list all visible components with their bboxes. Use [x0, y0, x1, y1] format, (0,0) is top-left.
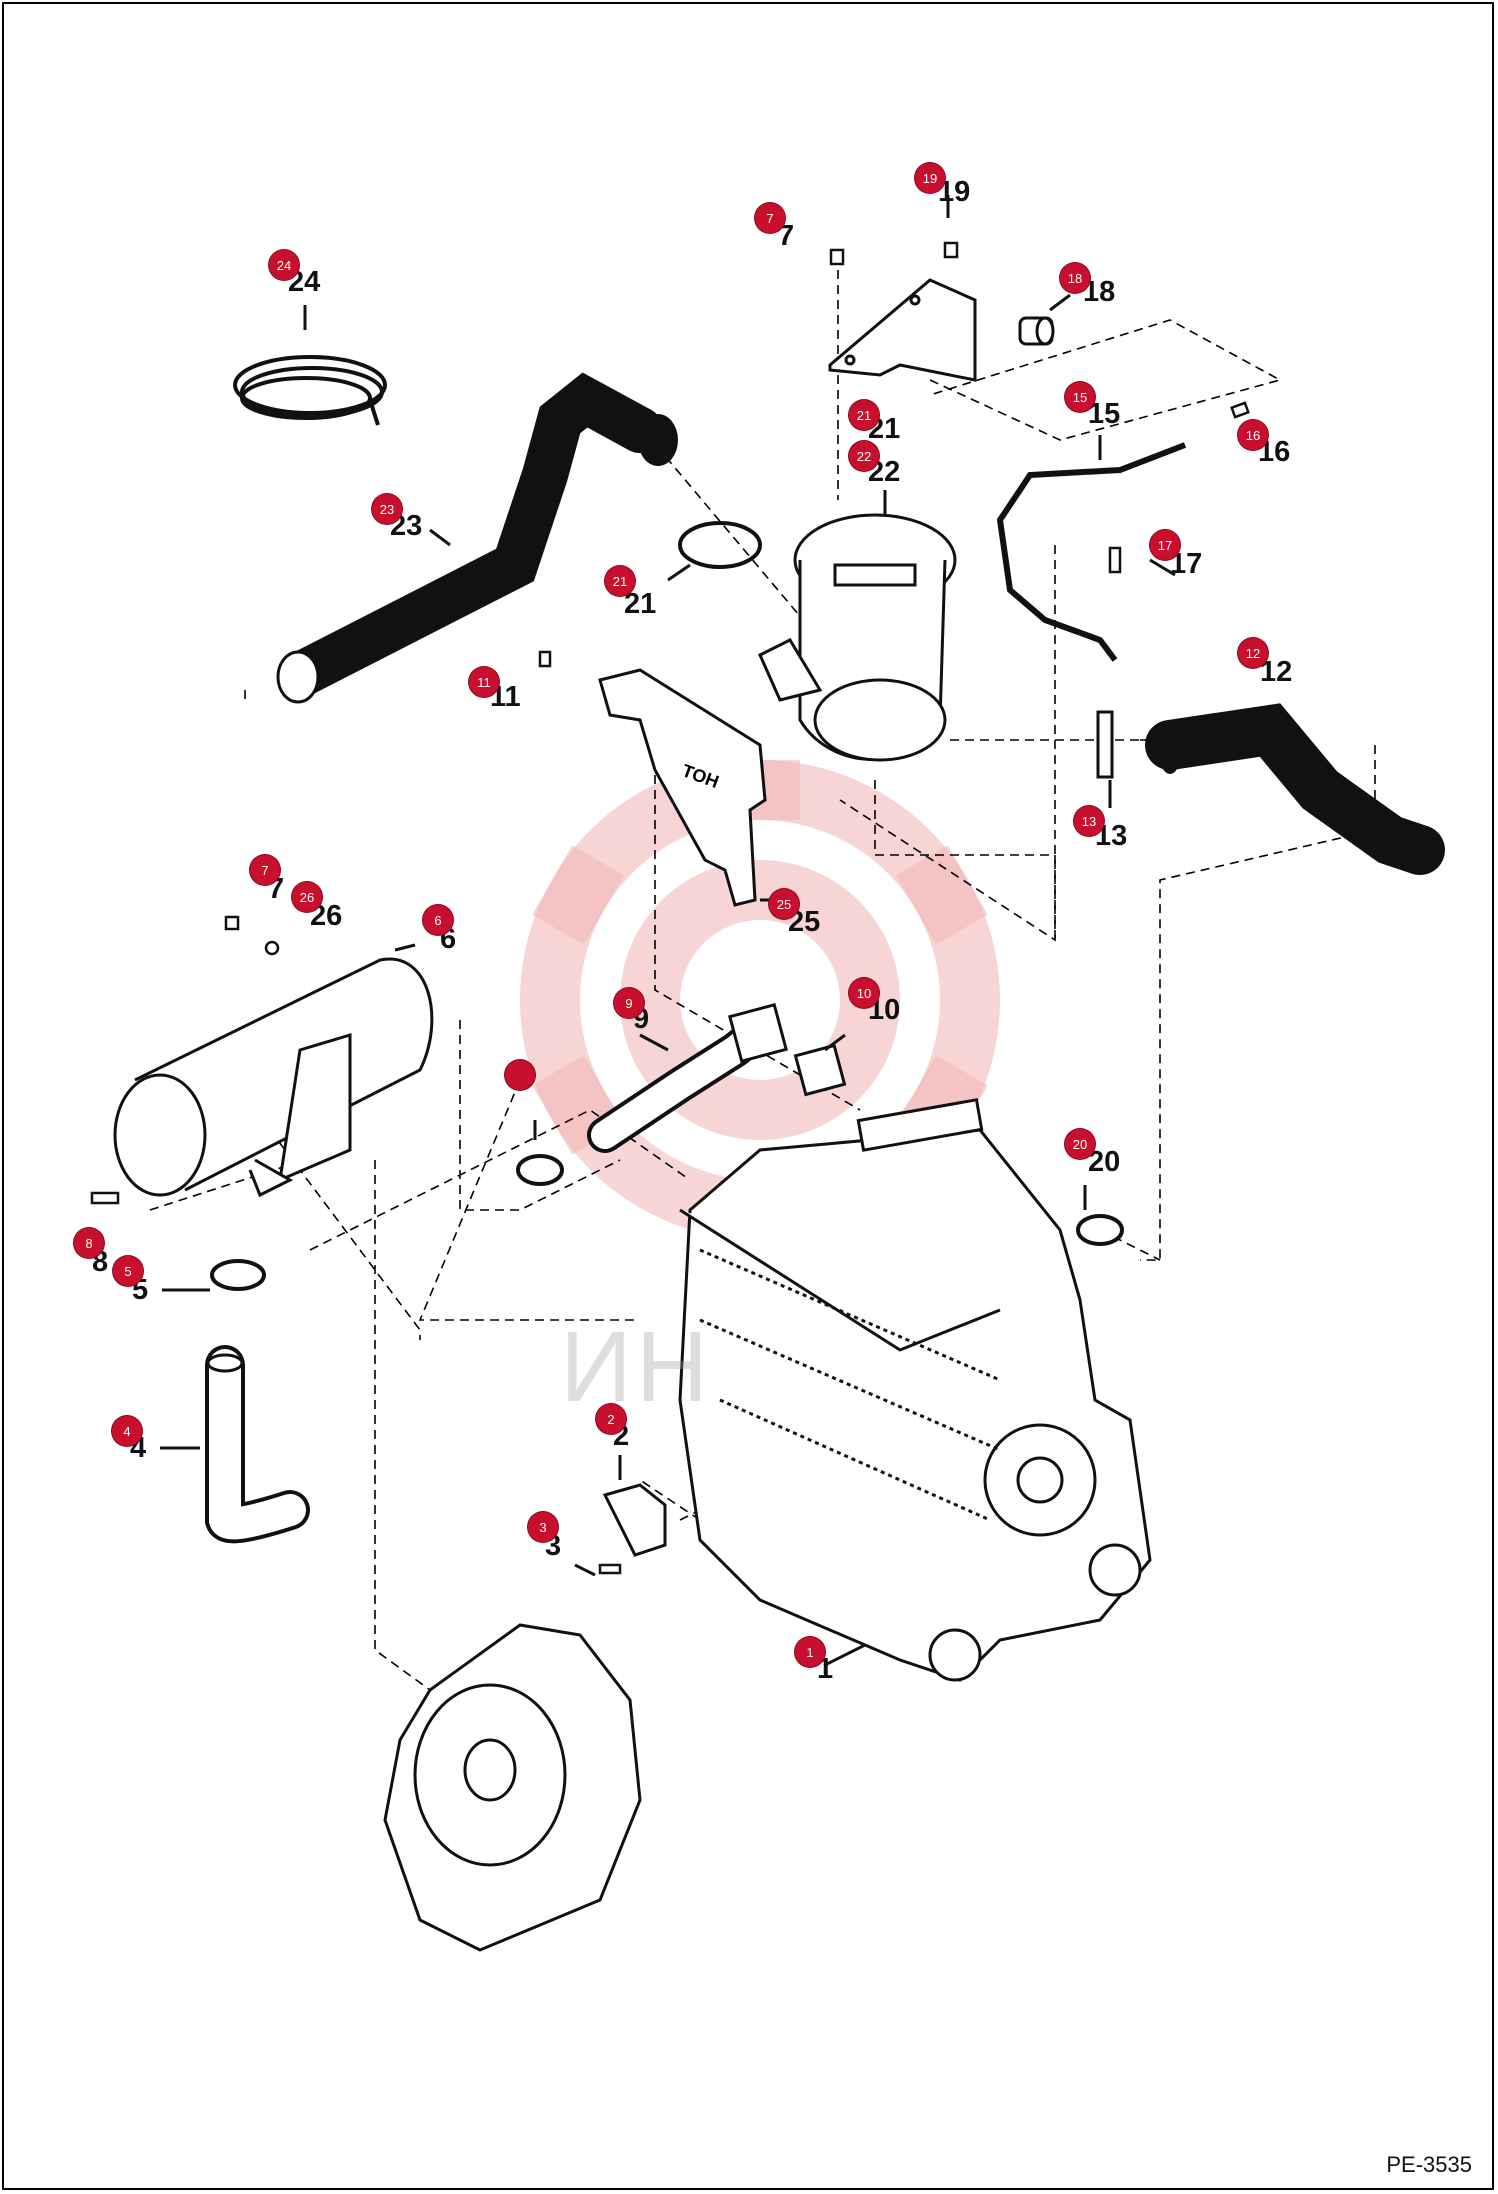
callout-12[interactable]: 12: [1238, 638, 1268, 668]
part-10-gasket: [793, 1043, 847, 1097]
part-26-clamp: [516, 1154, 564, 1186]
callout-1[interactable]: 1: [795, 1637, 825, 1667]
part-label-12: 12: [1260, 656, 1293, 688]
part-21-clamp-ring: [678, 521, 762, 569]
callout-9[interactable]: 9: [614, 988, 644, 1018]
callout-leaders: [160, 195, 1176, 1667]
part-23-coiled-hose: [233, 355, 387, 426]
page-code: PE-3535: [1386, 2152, 1472, 2177]
part-label-7-top: 7: [778, 220, 795, 252]
callout-6[interactable]: 6: [423, 905, 453, 935]
part-22-intake-hose: [276, 372, 678, 704]
part-2-bracket: [602, 1483, 667, 1557]
callout-21[interactable]: 21: [605, 566, 635, 596]
callout-5[interactable]: 5: [113, 1256, 143, 1286]
callout-17[interactable]: 19: [915, 163, 945, 193]
part-9-exhaust-elbow: [587, 1002, 789, 1153]
callout-4[interactable]: 4: [112, 1416, 142, 1446]
part-label-21-number: 21: [624, 588, 657, 620]
callout-15-mid[interactable]: 17: [1150, 530, 1180, 560]
part-18-clamp: [1076, 1214, 1124, 1246]
flywheel-housing: [383, 1623, 642, 1952]
callout-13[interactable]: 13: [1074, 806, 1104, 836]
callout-15-top[interactable]: 16: [1238, 420, 1268, 450]
callout-2[interactable]: 2: [596, 1404, 626, 1434]
part-12-hose: [1145, 703, 1445, 875]
callout-22[interactable]: 23: [372, 494, 402, 524]
part-19-bracket: [828, 278, 977, 382]
callout-25[interactable]: 26: [292, 882, 322, 912]
callout-23[interactable]: 24: [269, 250, 299, 280]
part-4-exhaust-pipe: [205, 1345, 310, 1544]
part-24-heat-shield: [598, 668, 767, 907]
callout-11[interactable]: 11: [469, 667, 499, 697]
callout-7-left[interactable]: 7: [250, 855, 280, 885]
watermark-text: ИН: [560, 1311, 713, 1423]
callout-14[interactable]: 15: [1065, 382, 1095, 412]
part-13-fitting: [1096, 710, 1114, 779]
callout-19[interactable]: 21: [849, 400, 879, 430]
fasteners: [90, 241, 1250, 1575]
callout-24[interactable]: 25: [769, 889, 799, 919]
callout-8[interactable]: 8: [74, 1228, 104, 1258]
part-1-engine: [678, 1098, 1152, 1682]
callout-10[interactable]: 10: [849, 978, 879, 1008]
part-6-muffler: [113, 957, 434, 1198]
callout-16[interactable]: 18: [1060, 263, 1090, 293]
part-14-tube: [996, 442, 1187, 662]
part-5-clamp: [210, 1259, 266, 1291]
callout-26[interactable]: [505, 1060, 535, 1090]
callout-18[interactable]: 20: [1065, 1129, 1095, 1159]
callout-3[interactable]: 3: [528, 1512, 558, 1542]
callout-20[interactable]: 22: [849, 441, 879, 471]
part-20-air-cleaner: [758, 513, 957, 762]
part-16-grommet: [1018, 316, 1055, 346]
part-label-18: 20: [1088, 1146, 1121, 1178]
part-label-14: 15: [1088, 398, 1121, 430]
callout-7-top[interactable]: 7: [755, 203, 785, 233]
